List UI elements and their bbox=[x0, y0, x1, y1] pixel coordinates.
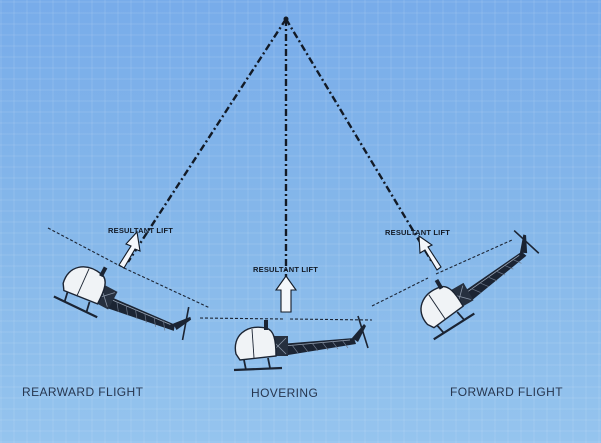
rearward-lift-arrow bbox=[118, 230, 141, 269]
resultant-lift-lines bbox=[126, 18, 434, 282]
rearward-flight-caption: REARWARD FLIGHT bbox=[22, 385, 144, 399]
forward-helicopter bbox=[371, 224, 551, 341]
lift-apex-point bbox=[283, 16, 289, 22]
forward-lift-label: RESULTANT LIFT bbox=[385, 228, 450, 237]
rearward-lift-label: RESULTANT LIFT bbox=[108, 226, 173, 235]
hovering-caption: HOVERING bbox=[251, 386, 319, 400]
hover-lift-arrow bbox=[274, 275, 298, 313]
forward-lift-line bbox=[284, 18, 434, 263]
rearward-lift-line bbox=[126, 18, 288, 263]
hover-lift-label: RESULTANT LIFT bbox=[253, 265, 318, 274]
hovering-helicopter bbox=[199, 314, 373, 372]
forward-lift-arrow bbox=[418, 234, 442, 271]
forward-flight-caption: FORWARD FLIGHT bbox=[450, 385, 563, 399]
rearward-helicopter bbox=[47, 227, 211, 361]
